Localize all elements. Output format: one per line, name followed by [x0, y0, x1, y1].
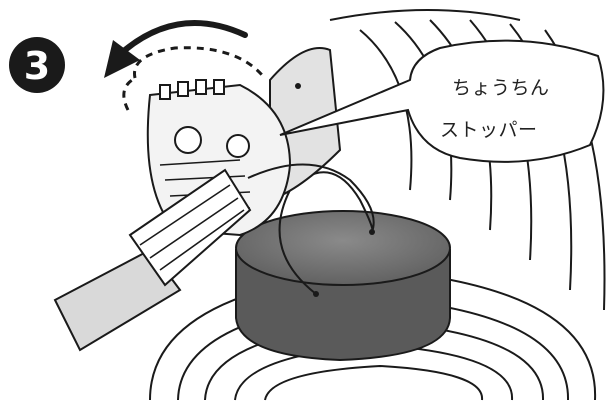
rotate-arrow-icon: [104, 20, 264, 111]
step-badge: 3: [9, 37, 65, 93]
wire: [247, 163, 375, 233]
callout-bubble: [279, 39, 605, 163]
lantern-cap: [235, 171, 451, 362]
plug-cord: [53, 168, 252, 352]
step-number: 3: [24, 44, 50, 88]
callout-line-2: ストッパー: [440, 119, 538, 141]
callout-line-1: ちょうちん: [452, 77, 550, 99]
